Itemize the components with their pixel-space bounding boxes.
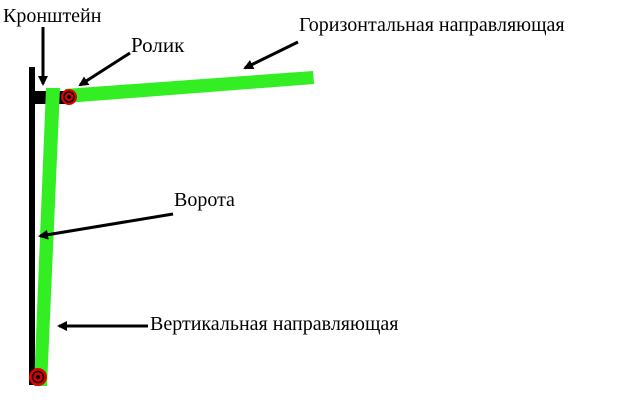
bottom-roller [29, 368, 47, 386]
horizontal-guide-label: Горизонтальная направляющая [299, 14, 565, 36]
frame-post [29, 67, 35, 385]
bracket-label: Кронштейн [3, 5, 102, 27]
roller-label: Ролик [131, 33, 185, 57]
gate-label: Ворота [174, 189, 235, 211]
gate-arrow [38, 212, 174, 240]
horizontal-guide-arrow [243, 40, 299, 70]
top-roller [61, 89, 77, 105]
vertical-guide-bar [34, 88, 60, 386]
roller-arrow [78, 51, 131, 87]
vertical-guide-label: Вертикальная направляющая [150, 313, 399, 335]
horizontal-guide-bar [65, 71, 314, 103]
